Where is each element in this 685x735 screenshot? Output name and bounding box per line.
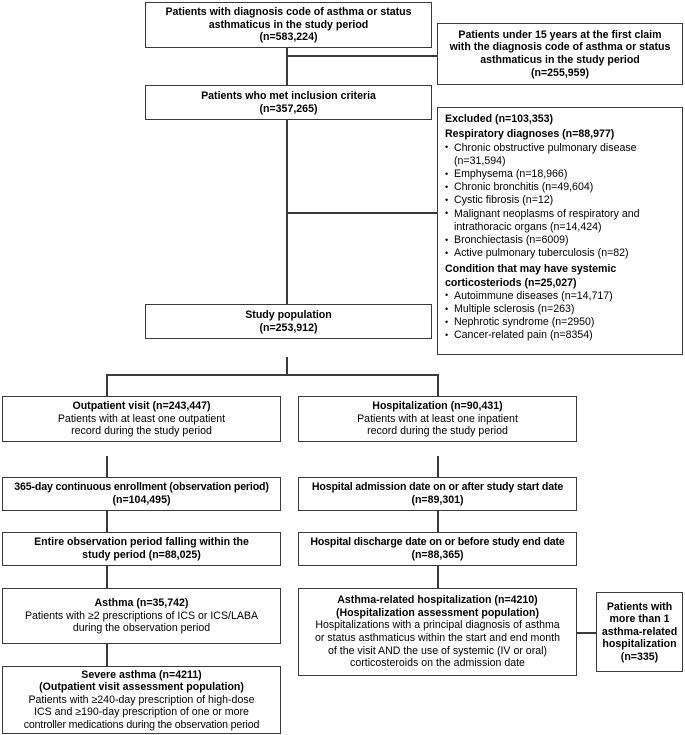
entire-observation-line1: Entire observation period falling within…: [34, 536, 249, 549]
box-hospitalization: Hospitalization (n=90,431) Patients with…: [298, 396, 577, 442]
total-cohort-line2: asthmaticus in the study period: [208, 18, 369, 31]
connector-split-bar: [106, 374, 438, 376]
excluded-group1-title: Respiratory diagnoses (n=88,977): [445, 128, 615, 141]
inclusion-line2: (n=357,265): [259, 102, 318, 115]
list-item: Active pulmonary tuberculosis (n=82): [445, 247, 676, 260]
outpatient-line3: record during the study period: [71, 425, 212, 438]
list-item: Autoimmune diseases (n=14,717): [445, 289, 613, 303]
box-severe-asthma: Severe asthma (n=4211) (Outpatient visit…: [2, 666, 281, 734]
connector-left-3: [106, 566, 108, 588]
hospitalization-line2: Patients with at least one inpatient: [357, 412, 518, 425]
connector-drop-hospitalization: [437, 374, 439, 396]
connector-to-under-15: [286, 55, 437, 57]
severe-asthma-line2: (Outpatient visit assessment population): [39, 681, 244, 694]
study-population-line1: Study population: [245, 308, 332, 321]
discharge-date-line2: (n=88,365): [411, 549, 464, 561]
under-15-line4: (n=255,959): [530, 66, 589, 79]
box-inclusion-criteria: Patients who met inclusion criteria (n=3…: [145, 85, 432, 120]
excluded-group2-list: Autoimmune diseases (n=14,717) Multiple …: [445, 289, 613, 343]
asthma-hosp-line3: Hospitalizations with a principal diagno…: [315, 619, 560, 632]
list-item: Malignant neoplasms of respiratory and i…: [445, 207, 676, 234]
list-item: Emphysema (n=18,966): [445, 168, 676, 181]
asthma-hosp-line1: Asthma-related hospitalization (n=4210): [337, 594, 538, 607]
outpatient-line1: Outpatient visit (n=243,447): [72, 400, 211, 413]
asthma-hosp-line4: or status asthmaticus within the start a…: [315, 632, 560, 644]
more-than-one-line1: Patients with: [606, 600, 673, 613]
asthma-line3: during the observation period: [72, 622, 211, 635]
hospitalization-line3: record during the study period: [367, 425, 508, 438]
under-15-line1: Patients under 15 years at the first cla…: [458, 28, 662, 41]
list-item: Chronic bronchitis (n=49,604): [445, 181, 676, 194]
total-cohort-line3: (n=583,224): [259, 31, 318, 44]
box-asthma: Asthma (n=35,742) Patients with ≥2 presc…: [2, 588, 281, 644]
more-than-one-line4: hospitalization: [602, 638, 677, 651]
asthma-line1: Asthma (n=35,742): [94, 597, 189, 610]
box-under-15-excluded: Patients under 15 years at the first cla…: [437, 23, 683, 85]
total-cohort-line1: Patients with diagnosis code of asthma o…: [165, 6, 412, 19]
asthma-line2: Patients with ≥2 prescriptions of ICS or…: [24, 609, 259, 622]
more-than-one-line3: asthma-related: [601, 625, 678, 638]
hospitalization-line1: Hospitalization (n=90,431): [372, 400, 503, 413]
excluded-group2-title-line2: corticosteriods (n=25,027): [445, 276, 577, 289]
continuous-enrollment-line1: 365-day continuous enrollment (observati…: [14, 481, 269, 494]
severe-asthma-line5: controller medications during the observ…: [23, 718, 260, 731]
list-item: Cystic fibrosis (n=12): [445, 194, 676, 207]
box-excluded: Excluded (n=103,353) Respiratory diagnos…: [437, 107, 683, 355]
list-item: Nephrotic syndrome (n=2950): [445, 316, 613, 329]
entire-observation-line2: study period (n=88,025): [82, 549, 201, 561]
asthma-hosp-line5: of the visit AND the use of systemic (IV…: [327, 644, 547, 657]
under-15-line3: asthmaticus in the study period: [480, 54, 640, 66]
asthma-hosp-line2: (Hospitalization assessment population): [335, 606, 540, 619]
box-admission-date: Hospital admission date on or after stud…: [298, 477, 577, 511]
outpatient-line2: Patients with at least one outpatient: [57, 412, 226, 425]
list-item: Multiple sclerosis (n=263): [445, 303, 613, 316]
box-total-cohort: Patients with diagnosis code of asthma o…: [145, 2, 432, 48]
box-more-than-one-hospitalization: Patients with more than 1 asthma-related…: [596, 592, 683, 672]
excluded-heading: Excluded (n=103,353): [445, 113, 554, 125]
box-discharge-date: Hospital discharge date on or before stu…: [298, 532, 577, 566]
connector-right-1: [437, 456, 439, 478]
connector-trunk-main: [286, 48, 288, 304]
inclusion-line1: Patients who met inclusion criteria: [201, 89, 376, 102]
under-15-line2: with the diagnosis code of asthma or sta…: [449, 41, 671, 54]
connector-to-more-than-one: [576, 632, 596, 634]
connector-study-pop-down: [286, 357, 288, 375]
box-continuous-enrollment: 365-day continuous enrollment (observati…: [2, 477, 281, 511]
box-asthma-related-hospitalization: Asthma-related hospitalization (n=4210) …: [298, 588, 577, 676]
list-item: Cancer-related pain (n=8354): [445, 329, 613, 342]
continuous-enrollment-line2: (n=104,495): [112, 494, 171, 506]
discharge-date-line1: Hospital discharge date on or before stu…: [310, 536, 565, 549]
study-population-line2: (n=253,912): [259, 321, 318, 334]
connector-left-4: [106, 644, 108, 666]
more-than-one-line2: more than 1: [609, 613, 670, 626]
admission-date-line2: (n=89,301): [411, 494, 464, 506]
severe-asthma-line4: ICS and ≥190-day prescription of one or …: [34, 706, 249, 719]
excluded-group2-title-line1: Condition that may have systemic: [445, 263, 617, 276]
box-outpatient-visit: Outpatient visit (n=243,447) Patients wi…: [2, 396, 281, 442]
list-item: Bronchiectasis (n=6009): [445, 234, 676, 247]
connector-drop-outpatient: [106, 374, 108, 396]
connector-to-excluded: [286, 212, 437, 214]
connector-left-1: [106, 456, 108, 478]
severe-asthma-line1: Severe asthma (n=4211): [81, 668, 202, 681]
more-than-one-line5: (n=335): [620, 650, 659, 663]
excluded-group1-list: Chronic obstructive pulmonary disease (n…: [445, 141, 676, 261]
list-item: Chronic obstructive pulmonary disease (n…: [445, 141, 676, 168]
severe-asthma-line3: Patients with ≥240-day prescription of h…: [28, 693, 255, 706]
box-entire-observation: Entire observation period falling within…: [2, 532, 281, 566]
connector-right-3: [437, 566, 439, 588]
asthma-hosp-line6: corticosteroids on the admission date: [350, 657, 525, 670]
connector-left-2: [106, 510, 108, 532]
connector-right-2: [437, 510, 439, 532]
admission-date-line1: Hospital admission date on or after stud…: [311, 481, 564, 494]
box-study-population: Study population (n=253,912): [145, 304, 432, 339]
